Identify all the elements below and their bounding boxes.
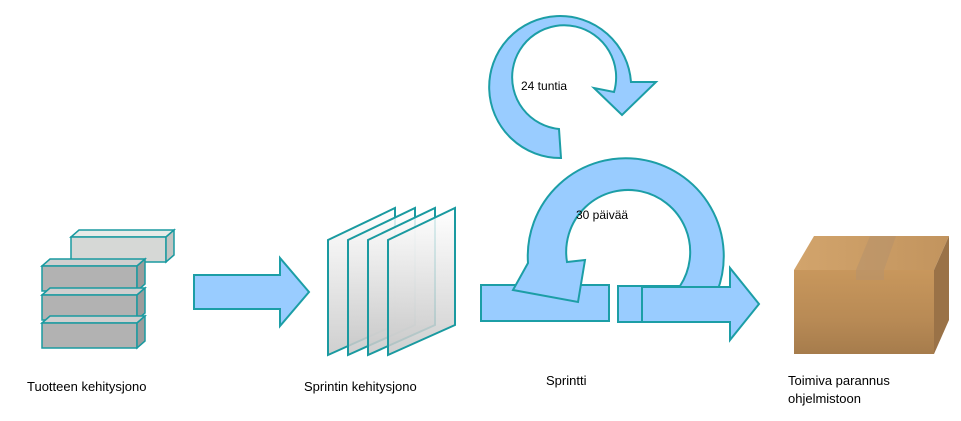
sprint-cycle-label: 30 päivää — [576, 208, 629, 222]
product-backlog-label: Tuotteen kehitysjono — [27, 379, 147, 394]
sprint-backlog-label: Sprintin kehitysjono — [304, 379, 417, 394]
sprint-backlog-panel — [387, 206, 456, 357]
daily-cycle-label: 24 tuntia — [521, 79, 568, 93]
increment-box — [794, 236, 949, 354]
backlog-block-2 — [40, 286, 147, 322]
backlog-block-1 — [40, 257, 147, 293]
sprint-label: Sprintti — [546, 373, 587, 388]
flow-arrow-2 — [641, 265, 761, 343]
increment-label-line2: ohjelmistoon — [788, 391, 861, 406]
flow-arrow-1 — [193, 255, 311, 329]
daily-cycle-arrow — [488, 15, 659, 160]
backlog-block-top — [69, 228, 176, 264]
sprint-backlog-panels — [327, 206, 456, 357]
increment-label-line1: Toimiva parannus — [788, 373, 890, 388]
backlog-block-3 — [40, 314, 147, 350]
product-backlog-stack — [40, 228, 176, 350]
